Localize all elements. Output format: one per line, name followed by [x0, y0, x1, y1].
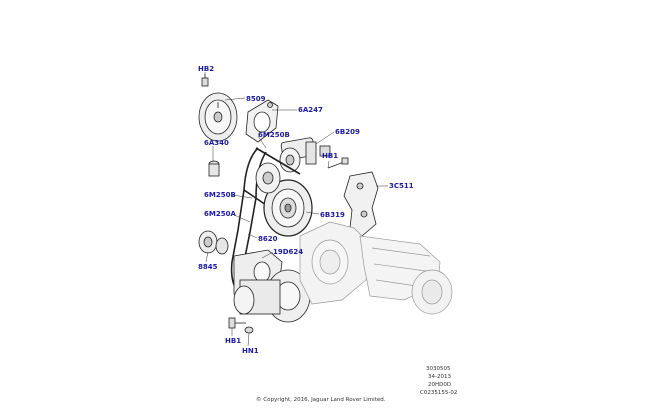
- meta-code-1: 3030505: [426, 366, 451, 372]
- callout-6m250b-top: 6M250B: [258, 131, 290, 139]
- bolt-hb1-right: [327, 157, 349, 169]
- callout-8620: 8620: [258, 235, 278, 243]
- callout-8509: 8509: [246, 95, 266, 103]
- meta-code-4: C0235155-02: [420, 390, 458, 396]
- pulley-8845: [198, 230, 229, 255]
- nut-hn1: [244, 326, 254, 334]
- idler-pulley: [255, 162, 281, 194]
- meta-code-2: 34-2013: [428, 374, 451, 380]
- bolt-hb1-bottom: [228, 317, 246, 329]
- callout-6a340: 6A340: [204, 139, 229, 147]
- callout-hb1-bottom: HB1: [225, 337, 242, 345]
- copyright-notice: © Copyright, 2016, Jaguar Land Rover Lim…: [256, 397, 386, 403]
- callout-hb2: HB2: [198, 65, 215, 73]
- callout-6b209: 6B209: [335, 128, 360, 136]
- callout-6b319: 6B319: [320, 211, 345, 219]
- bracket-3c511: [343, 171, 379, 237]
- callout-hn1: HN1: [242, 347, 259, 355]
- engine-block: [299, 221, 453, 315]
- callout-19d624: 19D624: [273, 248, 304, 256]
- meta-code-3: 20HD0D: [428, 382, 452, 388]
- compressor-lower: [233, 269, 311, 323]
- pulley-6b319: [263, 179, 313, 237]
- callout-6m250a: 6M250A: [204, 210, 236, 218]
- pulley-8509: [198, 92, 238, 142]
- bracket-6a247: [245, 99, 279, 143]
- callout-8845: 8845: [198, 263, 218, 271]
- bolt-6a340: [208, 160, 220, 177]
- callout-3c511: 3C511: [389, 182, 414, 190]
- callout-6a247: 6A247: [298, 106, 323, 114]
- callout-6m250b-mid: 6M250B: [204, 191, 236, 199]
- callout-hb1-right: HB1: [322, 152, 339, 160]
